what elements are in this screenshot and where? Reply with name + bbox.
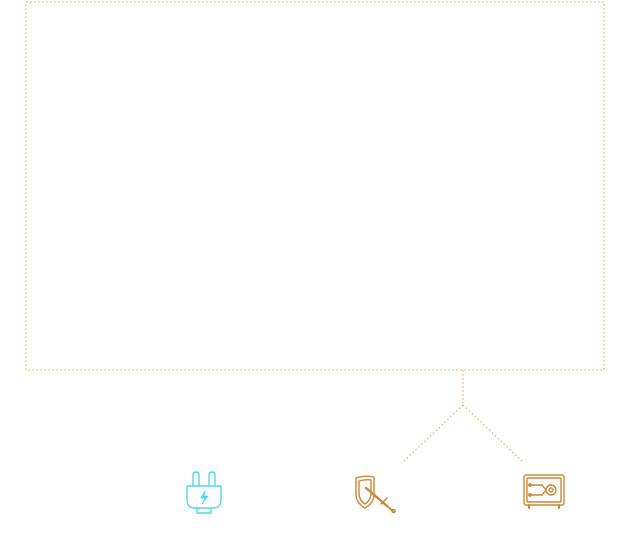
connector-branch-right [462, 404, 525, 464]
shield-sword-icon [355, 475, 396, 514]
connector-branch-left [401, 404, 464, 464]
content-frame [25, 1, 605, 371]
circuit-safe-icon [523, 474, 565, 509]
connector-lines [401, 370, 525, 464]
power-plug-icon [186, 471, 222, 514]
